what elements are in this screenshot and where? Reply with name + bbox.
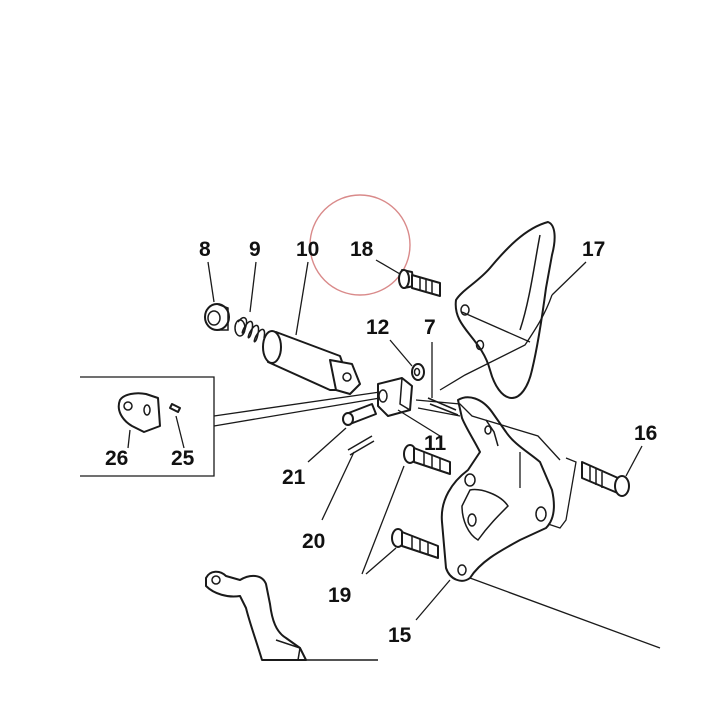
part-25-pin[interactable]	[169, 403, 181, 413]
callout-17: 17	[582, 238, 605, 261]
part-16-bolt[interactable]	[581, 461, 630, 497]
part-7-pin[interactable]	[427, 397, 459, 416]
callout-19: 19	[328, 584, 351, 607]
callout-16: 16	[634, 422, 657, 445]
callout-12: 12	[366, 316, 389, 339]
part-10-pivot-shaft[interactable]	[262, 330, 361, 395]
part-12-small-bushing[interactable]	[411, 363, 425, 381]
part-26-block[interactable]	[117, 392, 161, 433]
callout-7: 7	[424, 316, 436, 339]
callout-21: 21	[282, 466, 306, 489]
leader-lines	[127, 259, 661, 649]
callout-8: 8	[199, 238, 211, 261]
part-19-bolt-upper[interactable]	[403, 444, 451, 475]
part-18-bolt[interactable]	[398, 269, 441, 297]
callout-20: 20	[302, 530, 325, 553]
part-17-guard-plate[interactable]	[454, 221, 556, 399]
inset-detail-box	[80, 376, 215, 477]
callout-15: 15	[388, 624, 412, 647]
callout-9: 9	[249, 238, 261, 261]
part-8-bushing[interactable]	[204, 303, 230, 331]
part-15-bracket[interactable]	[440, 396, 555, 582]
callout-10: 10	[296, 238, 319, 261]
highlight-circle	[309, 194, 411, 296]
part-19-bolt-lower[interactable]	[391, 528, 439, 559]
part-20-cotter-pin[interactable]	[347, 435, 375, 456]
lower-lever-part[interactable]	[205, 570, 378, 661]
part-21-clevis-pin[interactable]	[342, 403, 377, 426]
part-9-spring[interactable]	[234, 316, 266, 343]
callout-25: 25	[171, 447, 195, 470]
callout-11: 11	[424, 432, 447, 455]
part-11-adapter-block[interactable]	[377, 377, 413, 417]
callout-18: 18	[350, 238, 374, 261]
callout-26: 26	[105, 447, 128, 470]
